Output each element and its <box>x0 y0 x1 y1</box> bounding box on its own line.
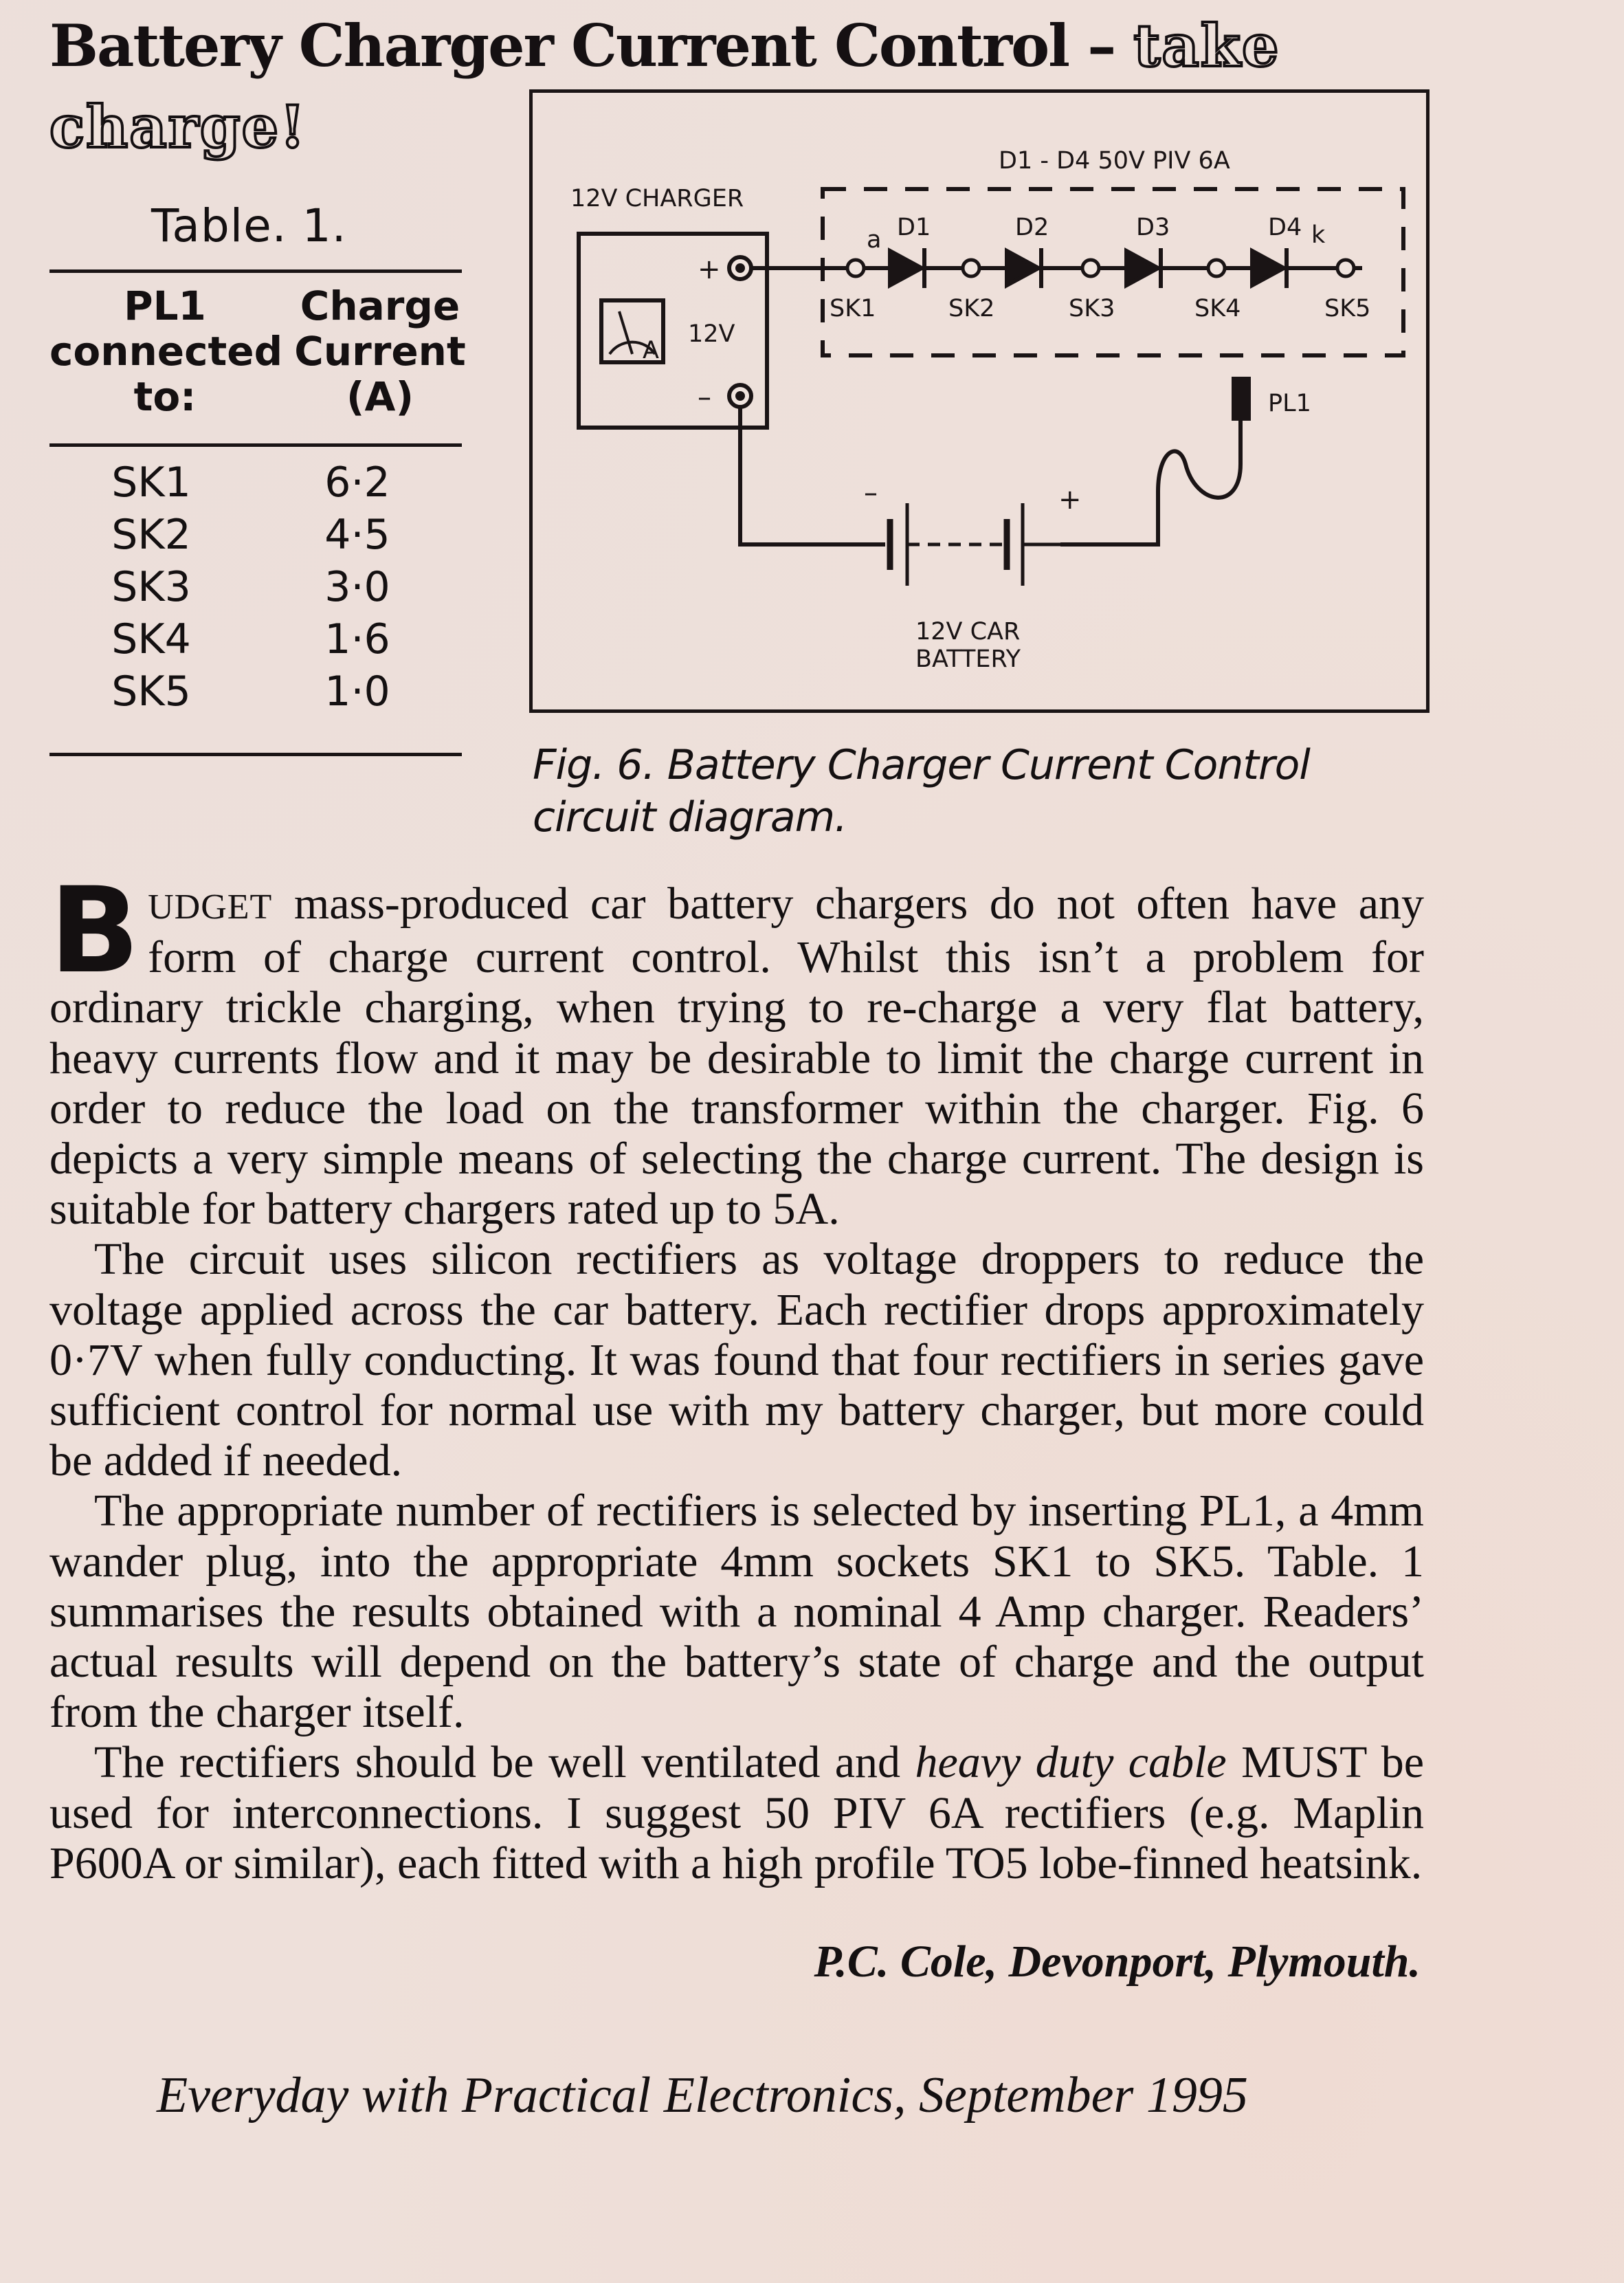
table-bottom-rule <box>49 753 462 756</box>
socket-label-sk5: SK5 <box>1324 295 1370 322</box>
caption-line-2: circuit diagram. <box>533 793 847 841</box>
charger-box <box>577 232 769 430</box>
socket-label-sk1: SK1 <box>830 295 876 322</box>
plug-pl1 <box>1232 377 1251 421</box>
diode-d3 <box>1124 247 1163 289</box>
drop-cap: B <box>49 861 140 1000</box>
paragraph-4-text-b: MUST be used for interconnections. I sug… <box>49 1737 1425 1888</box>
socket-label-sk3: SK3 <box>1069 295 1115 322</box>
table-cell-current: 1·0 <box>324 668 390 716</box>
socket-sk1 <box>845 258 866 278</box>
table-cell-socket: SK5 <box>111 668 191 716</box>
battery-label-line2: BATTERY <box>915 646 1021 673</box>
caption-line-1: Fig. 6. Battery Charger Current Control <box>533 741 1311 789</box>
figure-caption: Fig. 6. Battery Charger Current Control … <box>533 739 1454 843</box>
anode-label: a <box>867 226 881 254</box>
paragraph-2: The circuit uses silicon rectifiers as v… <box>49 1234 1424 1486</box>
table-title: Table. 1. <box>151 199 347 252</box>
circuit-diagram: D1 - D4 50V PIV 6A 12V CHARGER 12V A + –… <box>529 89 1430 713</box>
table-cell-current: 3·0 <box>324 563 390 611</box>
table-cell-current: 6·2 <box>324 459 390 507</box>
minus-sign: – <box>698 382 711 413</box>
rectifier-enclosure <box>821 187 1405 357</box>
table-header-current: Charge Current (A) <box>294 283 466 420</box>
plug-label: PL1 <box>1268 390 1311 417</box>
diode-d4 <box>1250 247 1289 289</box>
battery-label-line1: 12V CAR <box>915 618 1020 646</box>
paragraph-4-emphasis: heavy duty cable <box>915 1737 1227 1788</box>
circuit-diagram-svg: D1 - D4 50V PIV 6A 12V CHARGER 12V A + –… <box>570 147 1405 673</box>
article-headline: Battery Charger Current Control – take c… <box>48 5 1424 168</box>
table-header-connection: PL1 connected to: <box>49 283 283 420</box>
table-cell-current: 1·6 <box>324 615 390 663</box>
socket-sk3 <box>1080 258 1101 278</box>
paragraph-1-smallcaps: UDGET <box>148 887 273 927</box>
author-signature: P.C. Cole, Devonport, Plymouth. <box>814 1937 1421 1987</box>
diode-d1 <box>888 247 926 289</box>
battery-plus-sign: + <box>1058 484 1082 516</box>
socket-label-sk2: SK2 <box>948 295 994 322</box>
paragraph-1-text: mass-produced car battery chargers do no… <box>49 879 1424 1235</box>
table-cell-socket: SK3 <box>111 563 191 611</box>
battery-minus-sign: – <box>864 477 878 509</box>
headline-tag-charge: charge! <box>48 91 307 162</box>
battery-symbol <box>887 503 1062 586</box>
paragraph-3: The appropriate number of rectifiers is … <box>49 1486 1424 1738</box>
publication-footer: Everyday with Practical Electronics, Sep… <box>157 2067 1248 2124</box>
cathode-label: k <box>1311 221 1326 249</box>
socket-label-sk4: SK4 <box>1194 295 1241 322</box>
paragraph-4: The rectifiers should be well ventilated… <box>49 1737 1424 1888</box>
diode-label-d4: D4 <box>1268 214 1302 241</box>
table-cell-socket: SK4 <box>111 615 191 663</box>
diode-label-d3: D3 <box>1136 214 1170 241</box>
diode-rating-label: D1 - D4 50V PIV 6A <box>999 147 1230 175</box>
headline-main: Battery Charger Current Control – <box>49 12 1116 80</box>
socket-sk2 <box>961 258 981 278</box>
table-cell-socket: SK2 <box>111 511 191 559</box>
diode-label-d2: D2 <box>1015 214 1049 241</box>
meter-unit-label: A <box>643 337 659 364</box>
diode-label-d1: D1 <box>897 214 931 241</box>
table-cell-socket: SK1 <box>111 459 191 507</box>
diode-d2 <box>1005 247 1043 289</box>
paragraph-4-text-a: The rectifiers should be well ventilated… <box>94 1737 915 1788</box>
ammeter-icon <box>599 298 665 364</box>
socket-sk5 <box>1335 258 1356 278</box>
table-cell-current: 4·5 <box>324 511 390 559</box>
plus-sign: + <box>698 254 721 285</box>
meter-voltage-label: 12V <box>688 320 735 348</box>
table-top-rule <box>49 269 462 273</box>
table-header-rule <box>49 443 462 447</box>
charger-label: 12V CHARGER <box>570 185 744 212</box>
socket-sk4 <box>1206 258 1227 278</box>
headline-tag-take: take <box>1133 10 1280 81</box>
